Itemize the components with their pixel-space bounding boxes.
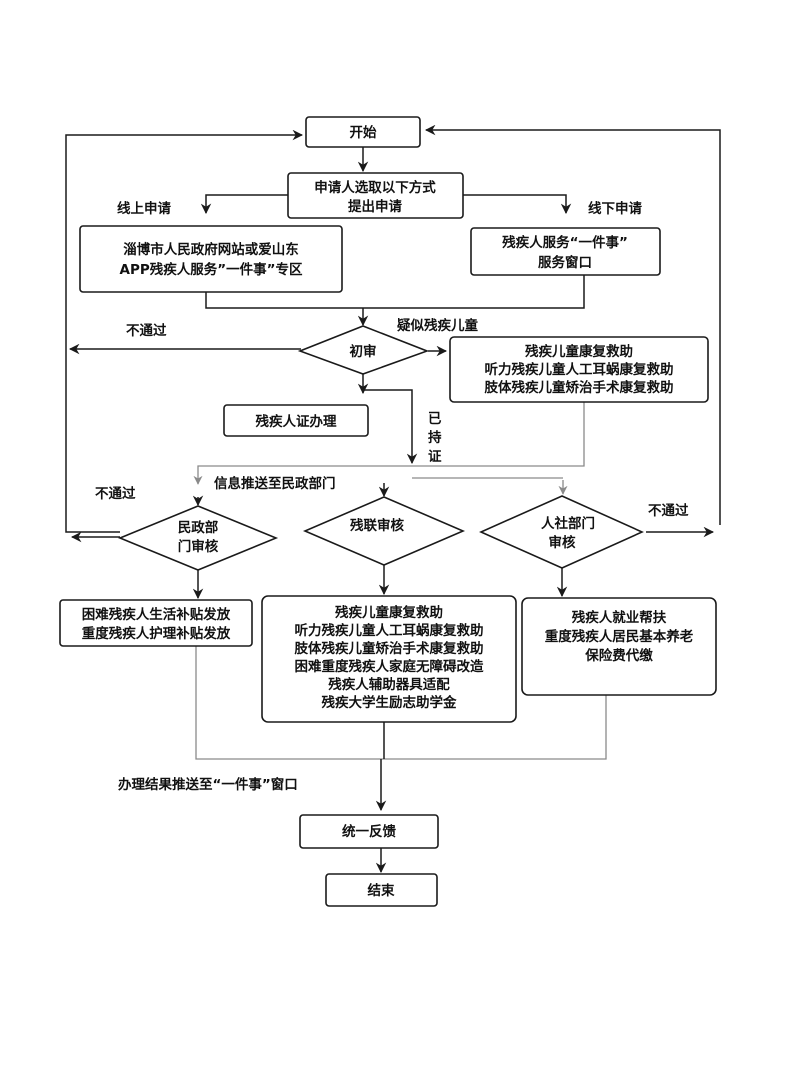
node-dpf-result-line5: 残疾人辅助器具适配 [328, 676, 450, 693]
node-select-line1: 申请人选取以下方式 [314, 179, 436, 196]
merge-to-review [205, 275, 585, 309]
node-civil-review-line2: 门审核 [178, 538, 219, 555]
label-reject-left-top: 不通过 [126, 322, 167, 339]
loop-right-to-start [424, 124, 721, 525]
node-offline-window: 残疾人服务“一件事” 服务窗口 [470, 227, 661, 276]
node-online-channel: 淄博市人民政府网站或爱山东 APP残疾人服务”一件事”专区 [79, 225, 343, 293]
node-hr-result-line3: 保险费代缴 [584, 647, 653, 664]
node-dpf-result-line1: 残疾儿童康复救助 [335, 604, 443, 621]
node-feedback-label: 统一反馈 [342, 823, 396, 840]
arrow-has-card [363, 389, 418, 465]
node-hr-result-line2: 重度残疾人居民基本养老 [545, 628, 694, 645]
label-push-result: 办理结果推送至“一件事”窗口 [118, 776, 298, 793]
label-has-card-3: 证 [428, 449, 442, 465]
node-hr-review: 人社部门 审核 [479, 495, 644, 569]
node-civil-review: 民政部 门审核 [117, 505, 279, 571]
node-hr-review-line1: 人社部门 [541, 515, 595, 532]
arrow-select-to-online [200, 194, 288, 215]
label-has-card-1: 已 [428, 411, 442, 427]
node-hr-review-line2: 审核 [549, 534, 577, 551]
gray-connector-to-civil [193, 402, 585, 485]
label-reject-right: 不通过 [648, 502, 689, 519]
connectors [65, 124, 721, 874]
merge-results [195, 646, 607, 760]
node-first-review: 初审 [297, 325, 430, 375]
node-dpf-review: 残联审核 [302, 496, 466, 566]
node-id-card-label: 残疾人证办理 [256, 413, 337, 430]
label-has-card-2: 持 [428, 429, 442, 446]
node-civil-result: 困难残疾人生活补贴发放 重度残疾人护理补贴发放 [59, 599, 253, 647]
node-start: 开始 [305, 116, 421, 148]
label-reject-left-mid: 不通过 [95, 485, 136, 502]
label-online: 线上申请 [117, 200, 171, 217]
node-id-card: 残疾人证办理 [223, 404, 369, 437]
node-child-rehab: 残疾儿童康复救助 听力残疾儿童人工耳蜗康复救助 肢体残疾儿童矫治手术康复救助 [449, 336, 709, 403]
node-dpf-result-line2: 听力残疾儿童人工耳蜗康复救助 [295, 622, 484, 639]
node-civil-result-line1: 困难残疾人生活补贴发放 [82, 606, 231, 623]
node-child-rehab-line2: 听力残疾儿童人工耳蜗康复救助 [485, 361, 674, 378]
node-feedback: 统一反馈 [299, 814, 439, 849]
node-dpf-result-line4: 困难重度残疾人家庭无障碍改造 [295, 658, 484, 675]
node-dpf-review-label: 残联审核 [350, 517, 404, 534]
label-offline: 线下申请 [588, 200, 642, 217]
node-child-rehab-line3: 肢体残疾儿童矫治手术康复救助 [485, 379, 674, 396]
node-start-label: 开始 [350, 124, 377, 141]
node-end-label: 结束 [368, 882, 395, 899]
node-offline-line2: 服务窗口 [538, 254, 592, 271]
node-select-line2: 提出申请 [348, 198, 402, 215]
node-online-line1: 淄博市人民政府网站或爱山东 [123, 241, 299, 258]
node-child-rehab-line1: 残疾儿童康复救助 [525, 343, 633, 360]
node-civil-review-line1: 民政部 [178, 519, 219, 536]
loop-left-to-start [65, 129, 304, 533]
label-suspected-child: 疑似残疾儿童 [397, 317, 478, 334]
node-offline-line1: 残疾人服务“一件事” [502, 234, 628, 251]
node-end: 结束 [325, 873, 438, 907]
node-hr-result: 残疾人就业帮扶 重度残疾人居民基本养老 保险费代缴 [521, 597, 717, 696]
node-hr-result-line1: 残疾人就业帮扶 [572, 609, 667, 626]
node-online-line2: APP残疾人服务”一件事”专区 [120, 261, 303, 278]
node-dpf-result-line6: 残疾大学生励志助学金 [322, 694, 457, 711]
label-push-civil: 信息推送至民政部门 [214, 475, 336, 492]
node-dpf-result: 残疾儿童康复救助 听力残疾儿童人工耳蜗康复救助 肢体残疾儿童矫治手术康复救助 困… [261, 595, 517, 723]
node-civil-result-line2: 重度残疾人护理补贴发放 [82, 625, 231, 642]
node-first-review-label: 初审 [350, 343, 377, 360]
node-select-method: 申请人选取以下方式 提出申请 [287, 172, 464, 219]
node-dpf-result-line3: 肢体残疾儿童矫治手术康复救助 [295, 640, 484, 657]
arrow-select-to-offline [463, 194, 572, 215]
